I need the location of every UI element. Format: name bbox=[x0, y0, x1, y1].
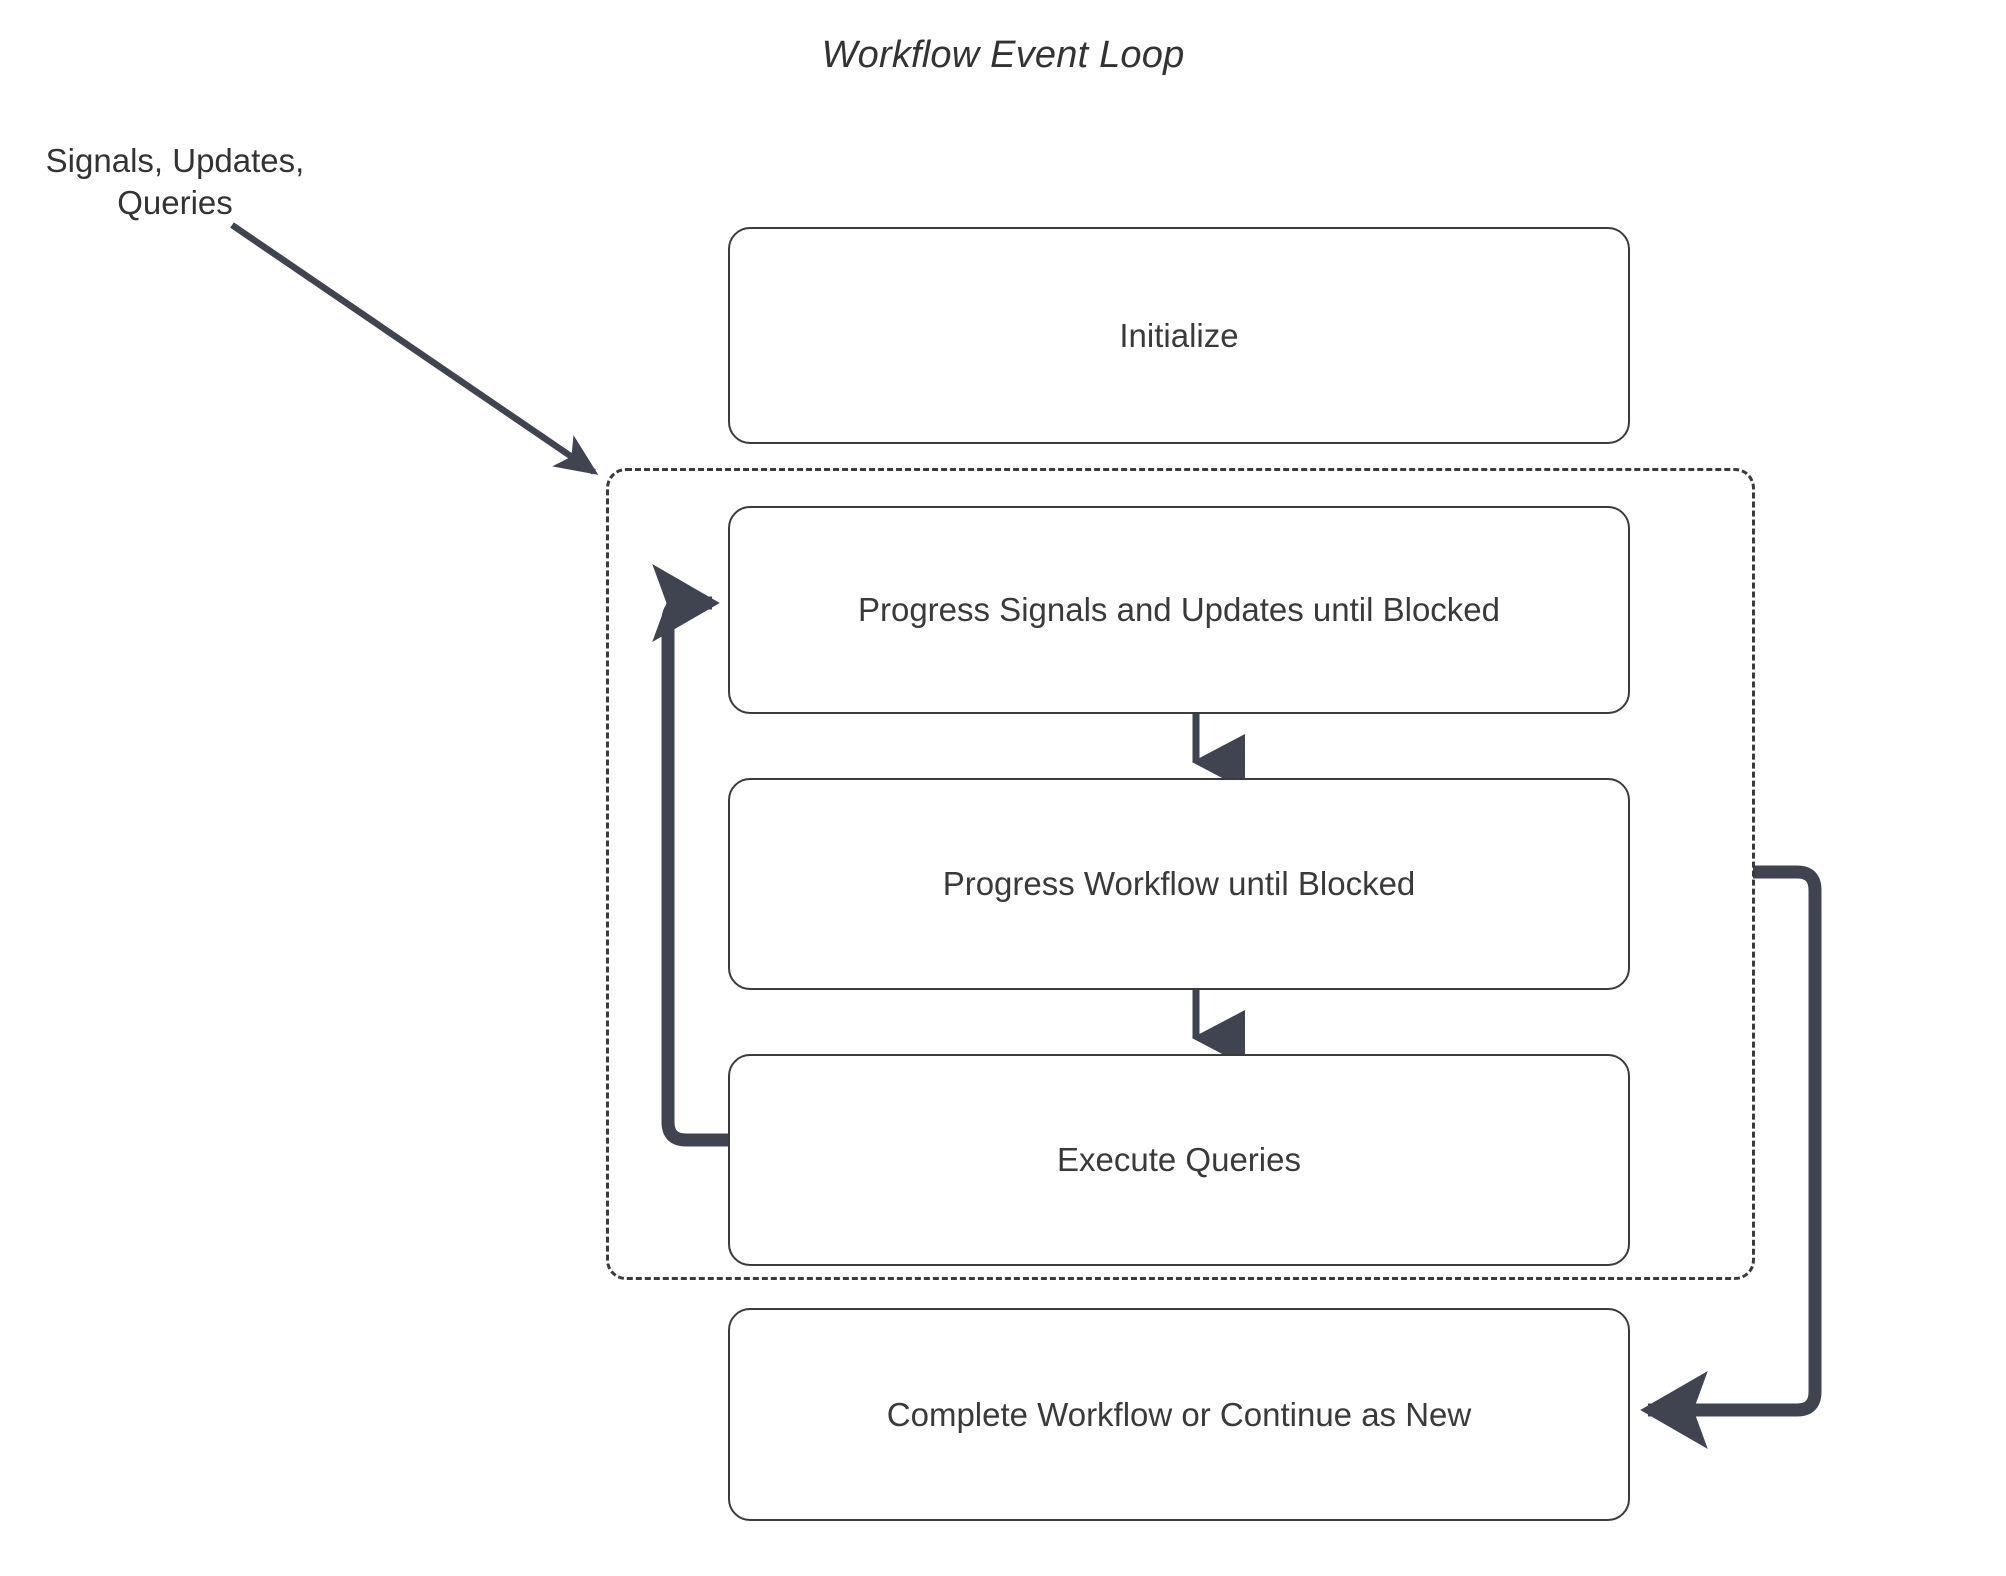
node-progress-workflow[interactable]: Progress Workflow until Blocked bbox=[728, 778, 1630, 990]
node-complete-workflow[interactable]: Complete Workflow or Continue as New bbox=[728, 1308, 1630, 1521]
node-initialize[interactable]: Initialize bbox=[728, 227, 1630, 444]
node-progress-signals[interactable]: Progress Signals and Updates until Block… bbox=[728, 506, 1630, 714]
node-progress-signals-label: Progress Signals and Updates until Block… bbox=[857, 591, 1501, 628]
node-execute-queries-label: Execute Queries bbox=[1057, 1141, 1301, 1178]
exit-to-complete-edge bbox=[1640, 865, 1822, 1449]
node-execute-queries[interactable]: Execute Queries bbox=[728, 1054, 1630, 1266]
loop-back-edge bbox=[652, 564, 728, 1147]
node-complete-workflow-label: Complete Workflow or Continue as New bbox=[886, 1395, 1472, 1433]
node-initialize-label: Initialize bbox=[1119, 316, 1239, 354]
external-input-label: Signals, Updates, Queries bbox=[45, 142, 305, 221]
page-title: Workflow Event Loop bbox=[821, 34, 1185, 76]
external-input-edge bbox=[230, 222, 599, 475]
node-progress-workflow-label: Progress Workflow until Blocked bbox=[942, 865, 1416, 902]
